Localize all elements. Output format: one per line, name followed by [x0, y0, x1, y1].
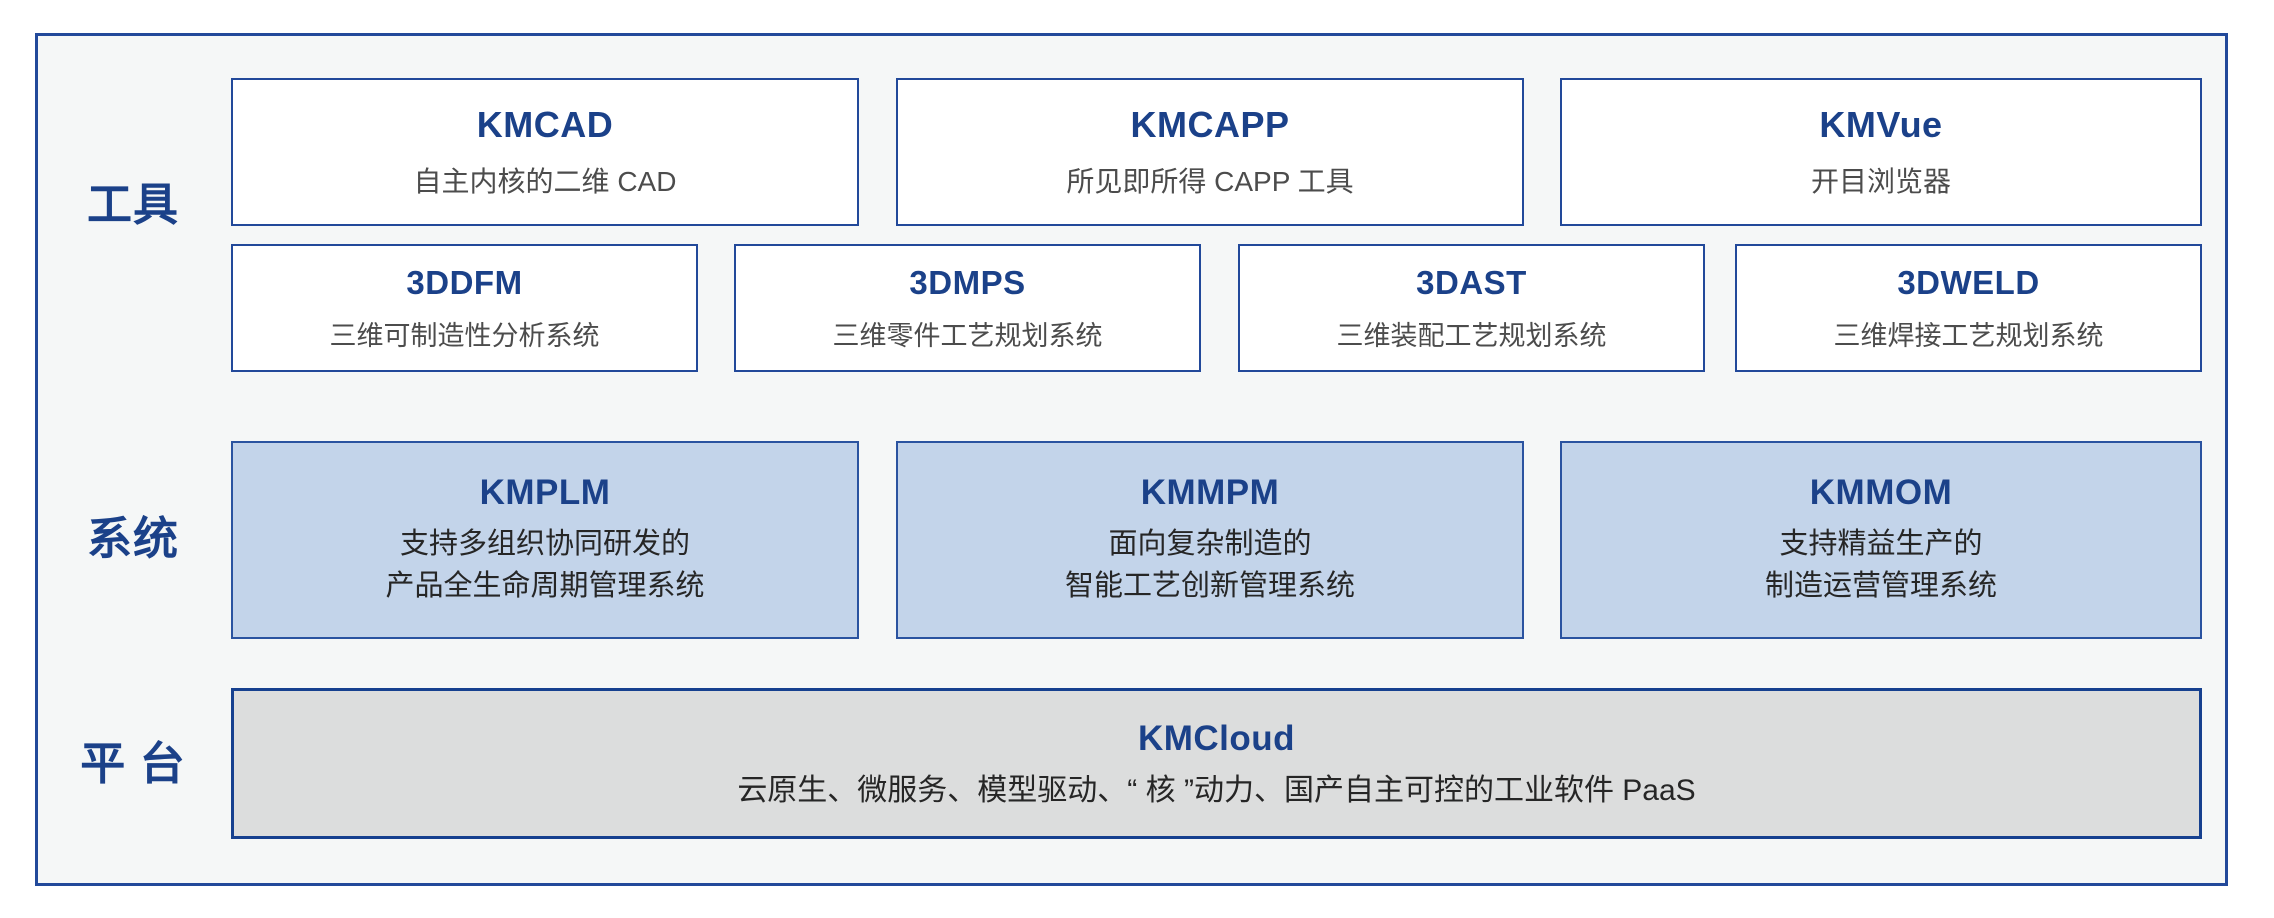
- card-description-line1: 面向复杂制造的: [1108, 527, 1312, 560]
- card-title: KMCAPP: [1130, 104, 1290, 145]
- card-description: 面向复杂制造的 智能工艺创新管理系统: [1065, 523, 1355, 607]
- card-description-line2: 智能工艺创新管理系统: [1064, 570, 1355, 602]
- card-title: KMVue: [1819, 104, 1943, 145]
- card-description: 三维焊接工艺规划系统: [1833, 320, 2104, 351]
- card-description: 所见即所得 CAPP 工具: [1066, 166, 1354, 197]
- card-kmcapp[interactable]: KMCAPP 所见即所得 CAPP 工具: [896, 78, 1524, 226]
- card-3dast[interactable]: 3DAST 三维装配工艺规划系统: [1238, 244, 1705, 372]
- card-description: 三维装配工艺规划系统: [1336, 320, 1607, 351]
- card-title: KMCloud: [1137, 718, 1296, 758]
- card-title: KMPLM: [479, 472, 611, 512]
- card-title: KMCAD: [476, 104, 614, 145]
- row-label-tools: 工具: [86, 178, 179, 230]
- card-kmvue[interactable]: KMVue 开目浏览器: [1560, 78, 2202, 226]
- card-title: KMMOM: [1809, 472, 1953, 512]
- row-label-systems: 系统: [86, 513, 179, 564]
- card-description: 支持多组织协同研发的 产品全生命周期管理系统: [385, 523, 704, 607]
- architecture-frame: 工具 KMCAD 自主内核的二维 CAD KMCAPP 所见即所得 CAPP 工…: [35, 33, 2228, 886]
- card-3dweld[interactable]: 3DWELD 三维焊接工艺规划系统: [1735, 244, 2202, 372]
- card-title: 3DDFM: [406, 263, 523, 301]
- card-title: 3DWELD: [1897, 263, 2040, 301]
- card-kmcad[interactable]: KMCAD 自主内核的二维 CAD: [231, 78, 859, 226]
- card-title: KMMPM: [1140, 472, 1280, 512]
- card-title: 3DAST: [1416, 263, 1527, 301]
- card-kmmom[interactable]: KMMOM 支持精益生产的 制造运营管理系统: [1560, 441, 2202, 639]
- card-description: 支持精益生产的 制造运营管理系统: [1765, 523, 1997, 607]
- card-3dmps[interactable]: 3DMPS 三维零件工艺规划系统: [734, 244, 1201, 372]
- card-description: 三维零件工艺规划系统: [832, 320, 1103, 351]
- card-kmcloud[interactable]: KMCloud 云原生、微服务、模型驱动、“ 核 ”动力、国产自主可控的工业软件…: [231, 688, 2202, 839]
- card-kmplm[interactable]: KMPLM 支持多组织协同研发的 产品全生命周期管理系统: [231, 441, 859, 639]
- row-label-platform: 平 台: [80, 738, 186, 789]
- card-description: 云原生、微服务、模型驱动、“ 核 ”动力、国产自主可控的工业软件 PaaS: [737, 773, 1696, 807]
- card-title: 3DMPS: [909, 263, 1026, 301]
- card-description-line2: 制造运营管理系统: [1764, 570, 1997, 602]
- card-description-line1: 支持多组织协同研发的: [399, 527, 690, 560]
- card-kmmpm[interactable]: KMMPM 面向复杂制造的 智能工艺创新管理系统: [896, 441, 1524, 639]
- card-description: 开目浏览器: [1810, 166, 1951, 197]
- card-description-line1: 支持精益生产的: [1779, 527, 1983, 560]
- card-description-line2: 产品全生命周期管理系统: [385, 570, 705, 602]
- card-3ddfm[interactable]: 3DDFM 三维可制造性分析系统: [231, 244, 698, 372]
- card-description: 三维可制造性分析系统: [329, 320, 600, 351]
- card-description: 自主内核的二维 CAD: [413, 166, 677, 197]
